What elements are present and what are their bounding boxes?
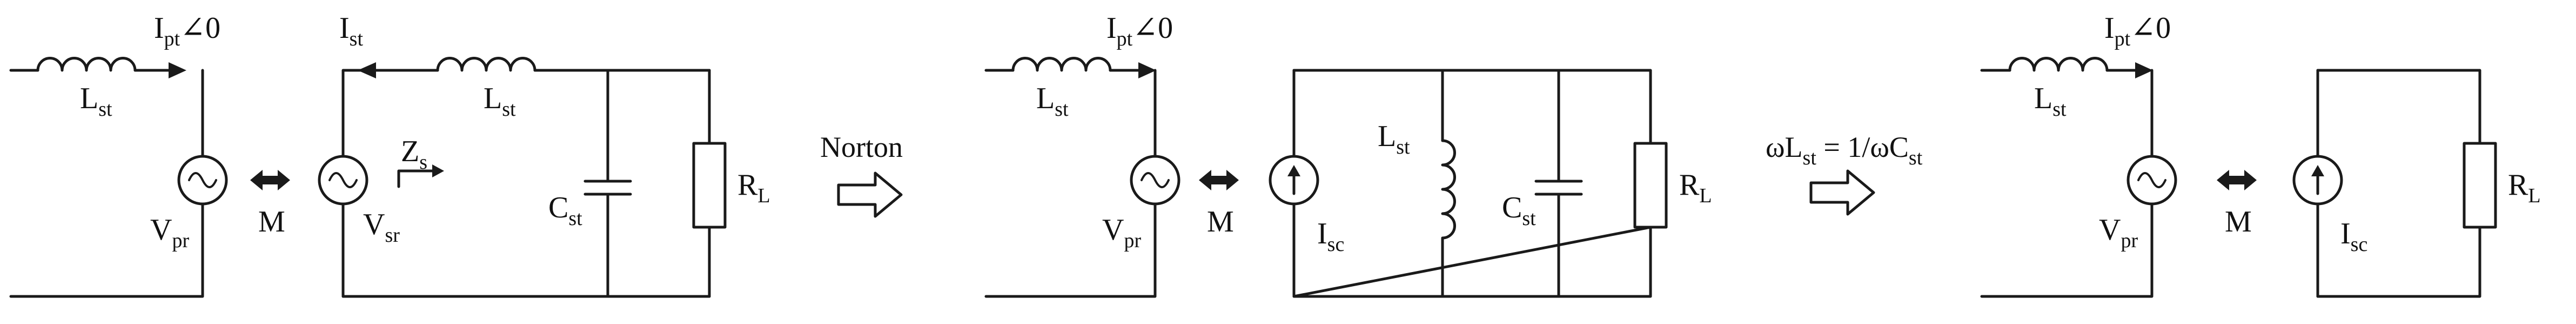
norton-arrow	[837, 171, 903, 218]
norton-transform	[837, 171, 903, 218]
primary-loop-3	[1980, 57, 2177, 298]
label-load-2: RL	[1679, 168, 1712, 207]
label-primary-source-1: Vpr	[150, 213, 189, 252]
primary-current-arrow	[169, 62, 186, 78]
label-primary-inductor-1: Lst	[80, 82, 112, 121]
primary-inductor	[36, 57, 137, 72]
primary-current-arrow	[2135, 62, 2153, 78]
primary-loop	[9, 57, 228, 298]
panel-original	[9, 57, 727, 298]
primary-inductor	[1011, 57, 1112, 72]
label-secondary-current: Ist	[339, 11, 363, 50]
label-primary-current-2: Ipt∠0	[1106, 11, 1173, 50]
label-current-source-2: Isc	[1317, 217, 1344, 256]
primary-loop-2	[984, 57, 1180, 298]
secondary-loop-2	[1269, 69, 1668, 298]
current-source	[1269, 155, 1319, 206]
shunt-capacitor	[1534, 180, 1583, 196]
panel-resonant	[1980, 57, 2497, 298]
panel-norton	[984, 57, 1668, 298]
resonance-transform	[1809, 169, 1875, 216]
label-shunt-capacitor: Cst	[1502, 191, 1536, 230]
secondary-inductor	[436, 57, 536, 72]
shunt-inductor	[1441, 139, 1456, 240]
ac-source-sine	[188, 172, 217, 188]
resonance-arrow	[1809, 169, 1875, 216]
label-coupling-1: M	[258, 205, 285, 239]
secondary-current-arrow	[358, 62, 376, 78]
secondary-wire-left-top	[341, 69, 374, 158]
label-secondary-inductor: Lst	[484, 82, 516, 121]
label-resonance-condition: ωLst = 1/ωCst	[1766, 131, 1923, 169]
label-primary-source-3: Vpr	[2099, 213, 2138, 252]
label-coupling-2: M	[1207, 205, 1234, 239]
label-primary-current-1: Ipt∠0	[154, 11, 220, 50]
label-impedance: Zs	[401, 135, 427, 174]
label-primary-source-2: Vpr	[1102, 213, 1141, 252]
primary-wire-right-bottom	[9, 202, 204, 298]
primary-current-arrow	[1138, 62, 1156, 78]
load-resistor	[1633, 142, 1668, 229]
capacitor-plates	[583, 180, 632, 196]
secondary-loop-3	[2292, 69, 2497, 298]
label-primary-current-3: Ipt∠0	[2104, 11, 2171, 50]
label-coupling-3: M	[2225, 205, 2252, 239]
label-current-source-3: Isc	[2340, 217, 2367, 256]
label-shunt-inductor: Lst	[1378, 120, 1410, 158]
label-primary-inductor-3: Lst	[2034, 82, 2067, 121]
secondary-loop	[318, 57, 727, 298]
coupling-arrow-3	[2217, 170, 2257, 190]
coupling-arrow-1	[250, 170, 290, 190]
label-load-3: RL	[2508, 168, 2541, 207]
label-norton: Norton	[820, 131, 903, 163]
label-load-1: RL	[737, 168, 770, 207]
ac-source-sine	[328, 172, 358, 188]
load-resistor	[2463, 142, 2497, 229]
coupling-arrow-2	[1199, 170, 1239, 190]
label-secondary-source: Vsr	[363, 208, 400, 247]
label-primary-inductor-2: Lst	[1036, 82, 1069, 121]
primary-inductor	[2008, 57, 2109, 72]
current-source	[2292, 155, 2343, 206]
impedance-arrow	[397, 169, 438, 188]
label-capacitor: Cst	[548, 191, 582, 230]
load-resistor	[692, 142, 727, 229]
